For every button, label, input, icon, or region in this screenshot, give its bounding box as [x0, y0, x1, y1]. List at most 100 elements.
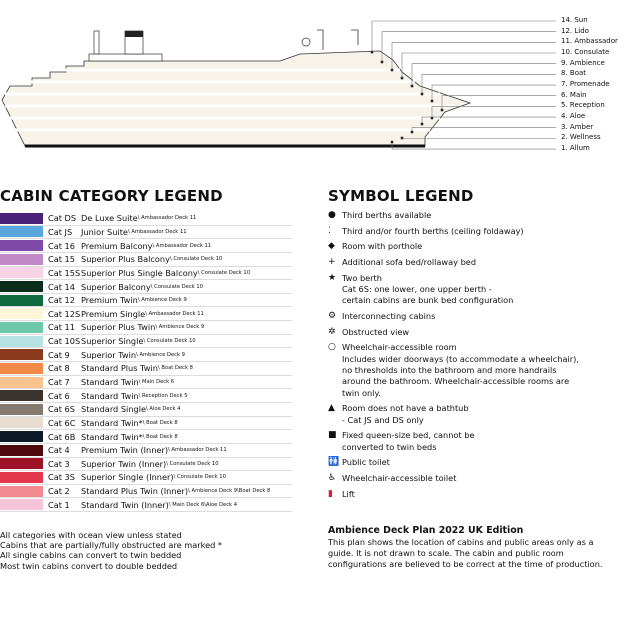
- deck-label: 9. Ambience: [561, 58, 605, 67]
- color-swatch: [0, 444, 43, 456]
- color-swatch: [0, 362, 43, 374]
- category-code: Cat 3: [48, 458, 70, 469]
- category-code: Cat 6S: [48, 404, 75, 415]
- symbol-text: Obstructed view: [342, 326, 410, 337]
- category-location: \ Ambassador Deck 11: [145, 310, 204, 317]
- cabin-legend-title: CABIN CATEGORY LEGEND: [0, 187, 223, 205]
- color-swatch: [0, 349, 43, 361]
- deck-marker-dot: [370, 50, 374, 54]
- color-swatch: [0, 294, 43, 306]
- dot-icon: ●: [328, 210, 336, 220]
- category-name: Superior Single (Inner): [81, 472, 174, 483]
- deck-leader-line: [371, 20, 556, 52]
- deck-marker-dot: [410, 130, 414, 134]
- color-swatch: [0, 499, 43, 511]
- deck-marker-dot: [390, 140, 394, 144]
- deck-leader-line: [431, 106, 556, 118]
- category-location: \ Ambassador Deck 11: [137, 215, 197, 222]
- note-line: All categories with ocean view unless st…: [0, 530, 182, 540]
- deck-leader-line: [391, 142, 556, 150]
- deck-leader-line: [411, 127, 556, 132]
- category-location: \ Main Deck 6: [138, 379, 175, 385]
- deck-marker-dot: [380, 60, 384, 64]
- symbol-item: ●Third berths available: [328, 210, 624, 221]
- edition-title: Ambience Deck Plan 2022 UK Edition: [328, 525, 524, 536]
- note-line: Most twin cabins convert to double bedde…: [0, 560, 178, 571]
- category-code: Cat 12: [48, 295, 75, 306]
- category-location: \ Ambassador Deck 11: [127, 228, 187, 235]
- deck-leader-line: [411, 63, 556, 86]
- deck-marker-dot: [420, 92, 424, 96]
- category-code: Cat JS: [48, 226, 73, 237]
- category-location: \ Ambassador Deck 11: [152, 242, 212, 249]
- category-name: De Luxe Suite: [81, 213, 138, 224]
- cabin-category-row: Cat 6 Standard Twin \ Reception Deck 5: [0, 389, 292, 403]
- category-location: \ Consulate Deck 10: [150, 283, 203, 290]
- category-location: \ Ambassador Deck 11: [168, 447, 227, 454]
- category-location: \ Boat Deck 8: [142, 433, 178, 440]
- color-swatch: [0, 226, 43, 238]
- color-swatch: [0, 308, 43, 320]
- double-dot-icon: ⁚: [328, 225, 331, 236]
- color-swatch: [0, 390, 43, 402]
- color-swatch: [0, 335, 43, 347]
- category-location: \ Main Deck 6\Aloe Deck 4: [168, 501, 238, 508]
- symbol-item: ■Fixed queen-size bed, cannot be convert…: [328, 430, 624, 453]
- deck-leader-line: [391, 42, 556, 70]
- category-name: Superior Plus Single Balcony: [81, 267, 198, 278]
- square-icon: ■: [328, 430, 337, 441]
- deck-marker-dot: [400, 136, 404, 140]
- deck-label: 5. Reception: [561, 101, 605, 110]
- star-icon: ★: [328, 272, 337, 283]
- category-name: Superior Plus Balcony: [81, 254, 170, 265]
- symbol-item: ◆Room with porthole: [328, 241, 624, 252]
- color-swatch: [0, 431, 43, 443]
- category-name: Standard Twin (Inner): [81, 499, 169, 510]
- color-swatch: [0, 458, 43, 470]
- symbol-item: ▲Room does not have a bathtub - Cat JS a…: [328, 403, 624, 426]
- color-swatch: [0, 240, 43, 252]
- category-location: \ Boat Deck 8: [157, 365, 193, 372]
- symbol-text: Room does not have a bathtub - Cat JS an…: [342, 403, 469, 425]
- symbol-legend-title: SYMBOL LEGEND: [328, 187, 474, 205]
- symbol-list: ●Third berths available⁚Third and/or fou…: [328, 210, 624, 504]
- category-code: Cat 4: [48, 445, 70, 456]
- category-location: \ Consulate Deck 10: [197, 269, 251, 276]
- category-name: Superior Twin: [81, 349, 137, 360]
- category-code: Cat 1: [48, 499, 70, 510]
- obstructed-icon: ✲: [328, 326, 336, 337]
- deck-marker-dot: [400, 76, 404, 80]
- category-location: \ Reception Deck 5: [138, 392, 188, 399]
- deck-marker-dot: [420, 122, 424, 126]
- deck-marker-dot: [430, 99, 434, 103]
- category-location: \ Boat Deck 8: [142, 419, 178, 426]
- color-swatch: [0, 485, 43, 497]
- color-swatch: [0, 376, 43, 388]
- category-name: Superior Twin (Inner): [81, 458, 167, 469]
- category-name: Standard Twin: [81, 390, 139, 401]
- symbol-text: Lift: [342, 488, 355, 499]
- symbol-text: Room with porthole: [342, 241, 423, 252]
- symbol-text: Public toilet: [342, 457, 390, 468]
- category-code: Cat 6: [48, 390, 70, 401]
- deck-label: 4. Aloe: [561, 112, 586, 121]
- symbol-item: ○Wheelchair-accessible room Includes wid…: [328, 342, 624, 398]
- color-swatch: [0, 403, 43, 415]
- category-code: Cat 6C: [48, 417, 76, 428]
- ship-profile-diagram: [1, 20, 556, 150]
- deck-leader-line: [431, 84, 556, 101]
- deck-leader-line: [401, 52, 556, 78]
- deck-label: 2. Wellness: [561, 133, 601, 142]
